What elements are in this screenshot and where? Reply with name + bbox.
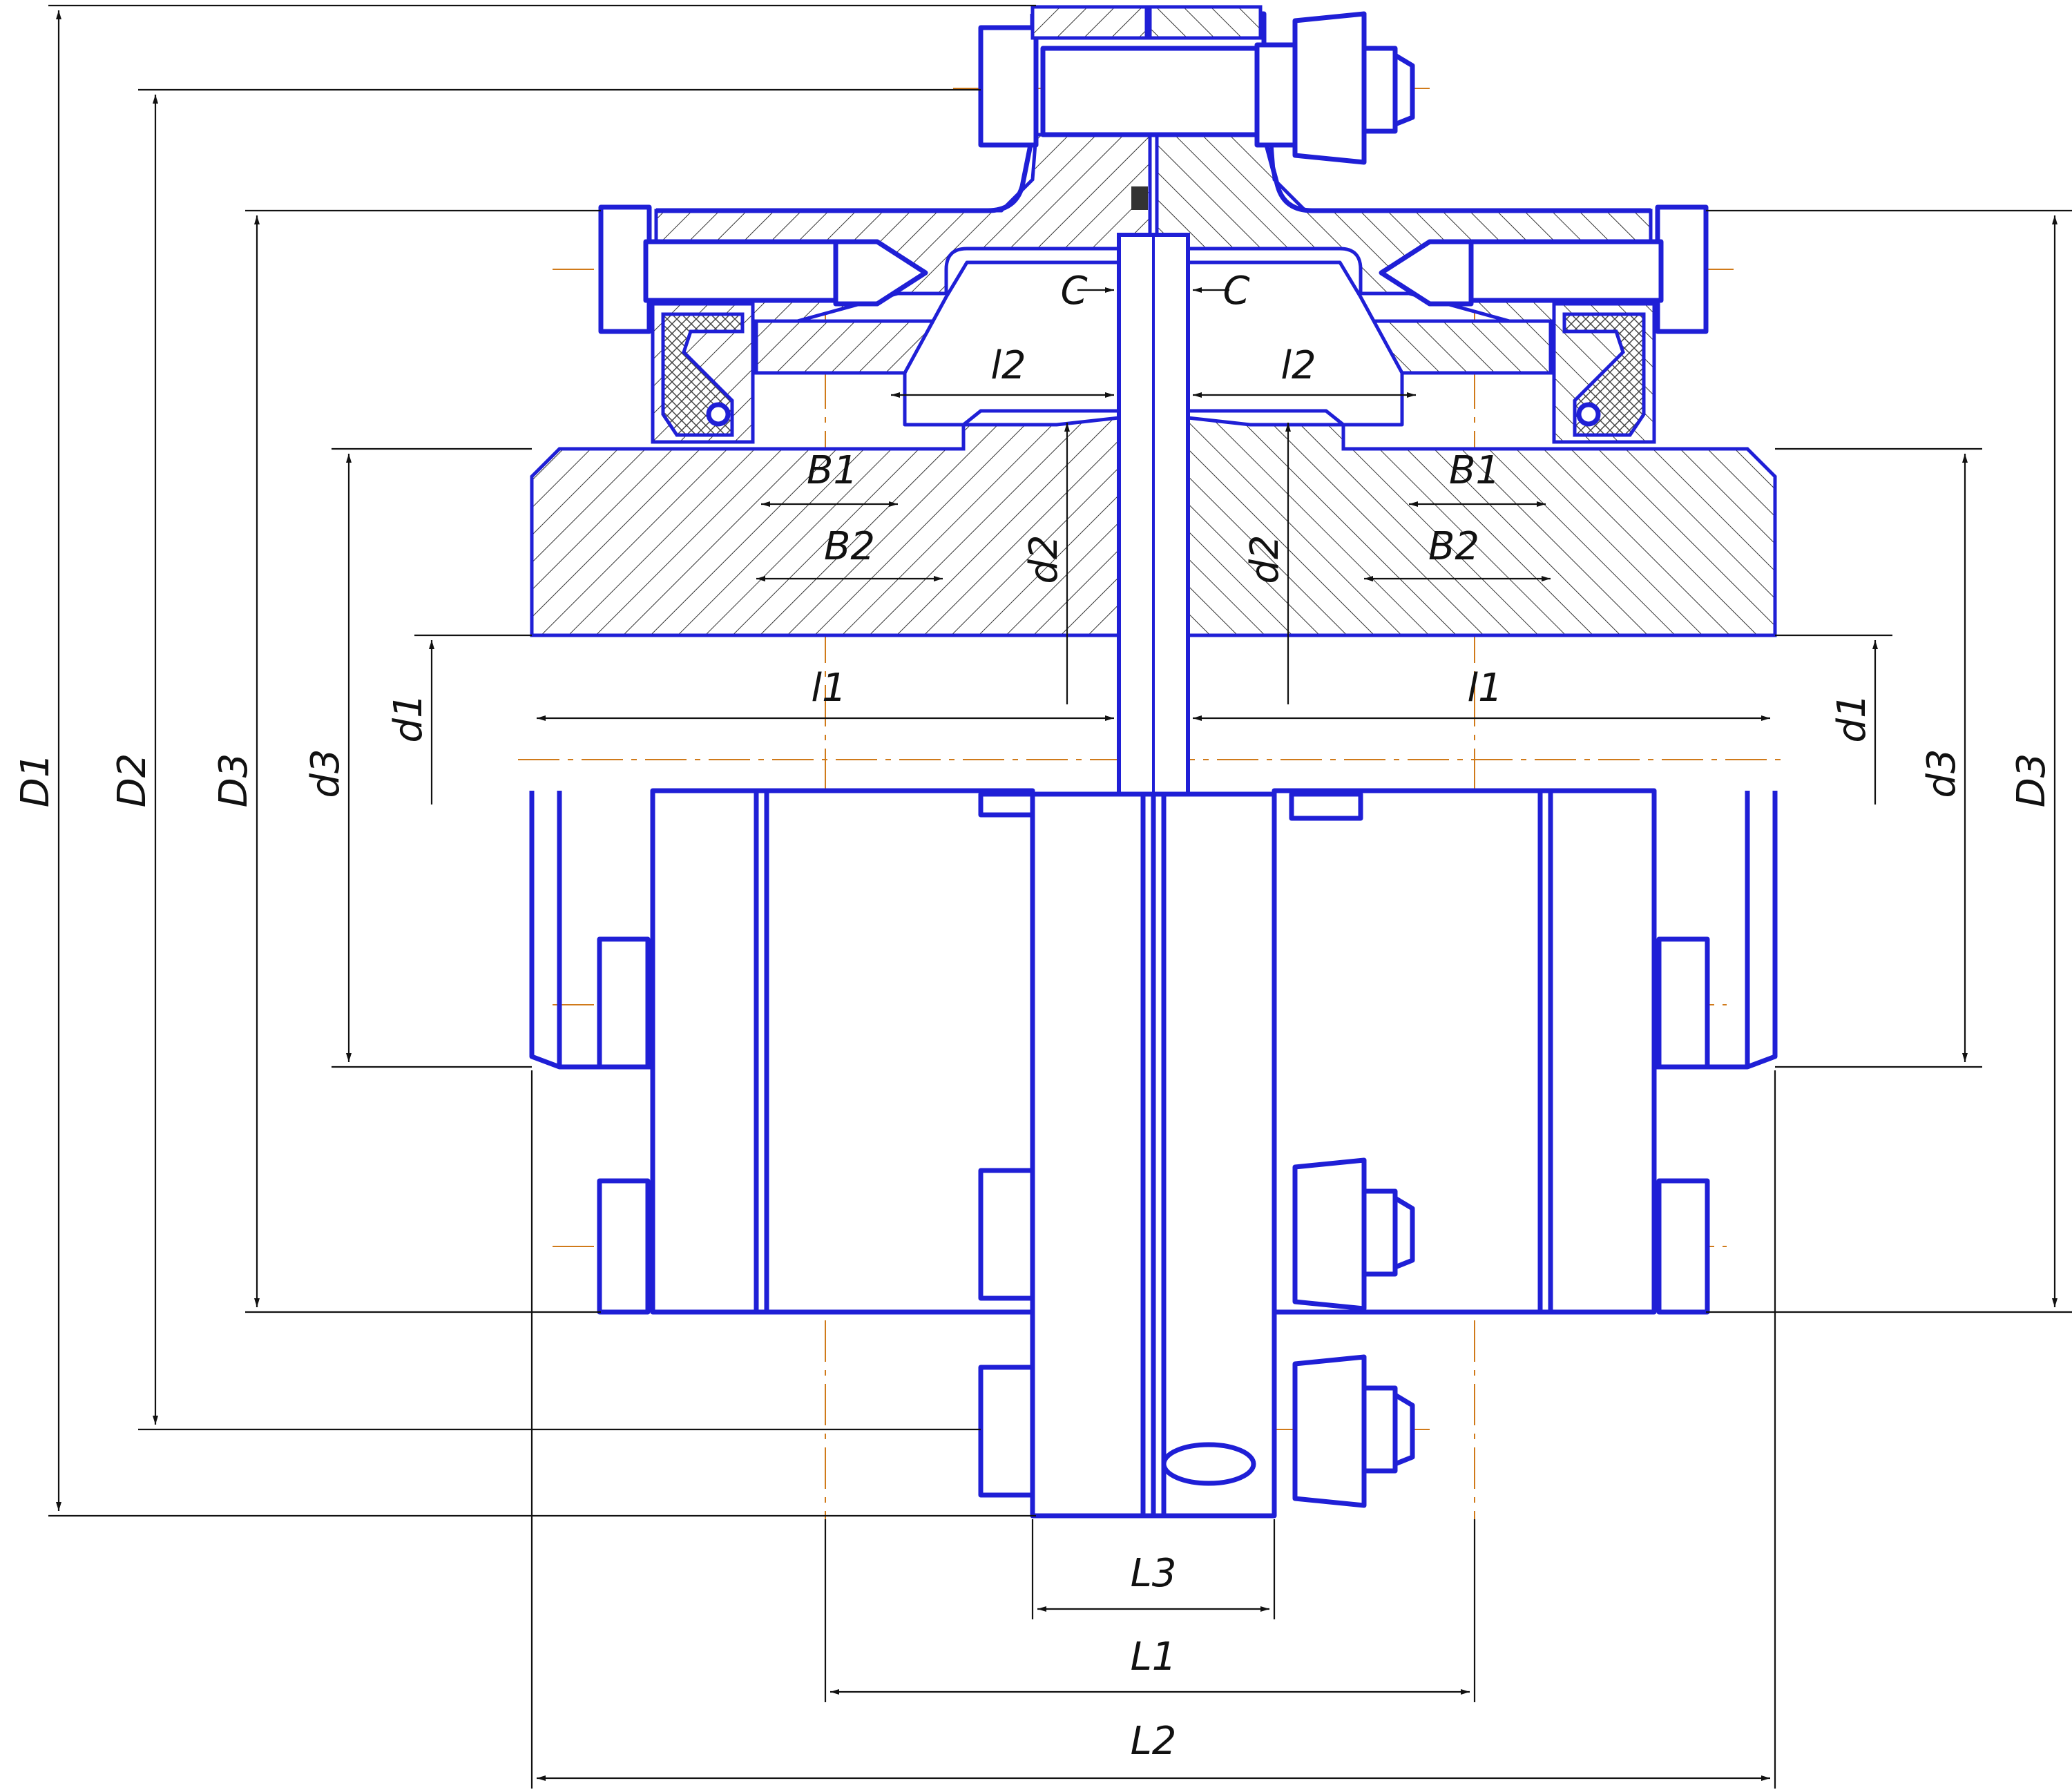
label-D3-left: D3	[211, 753, 256, 808]
label-d2-right: d2	[1243, 534, 1287, 584]
label-C-right: C	[1222, 269, 1249, 314]
label-D2: D2	[110, 753, 155, 808]
label-d1-right: d1	[1830, 693, 1874, 742]
flange-bolt-top	[978, 5, 1415, 165]
lower-view	[529, 788, 1778, 1519]
label-l2-left: l2	[990, 343, 1026, 388]
label-D3-right: D3	[2009, 753, 2054, 808]
label-l1-left: l1	[811, 666, 846, 711]
label-d2-left: d2	[1021, 534, 1066, 584]
label-D1: D1	[13, 753, 58, 808]
label-B2-left: B2	[824, 524, 875, 569]
label-B2-right: B2	[1428, 524, 1479, 569]
label-L1: L1	[1131, 1635, 1177, 1679]
label-l2-right: l2	[1280, 343, 1316, 388]
label-B1-right: B1	[1449, 448, 1500, 493]
upper-section	[530, 11, 1777, 803]
label-d3-left: d3	[303, 749, 348, 798]
cover-bolt-right	[1379, 204, 1709, 334]
label-d1-left: d1	[386, 693, 431, 742]
label-d3-right: d3	[1919, 749, 1964, 798]
dimension-lines	[48, 4, 2072, 1789]
cover-bolt-left	[598, 204, 928, 334]
label-C-left: C	[1060, 269, 1087, 314]
label-l1-right: l1	[1467, 666, 1502, 711]
label-L2: L2	[1131, 1719, 1177, 1764]
label-L3: L3	[1131, 1551, 1177, 1596]
label-B1-left: B1	[807, 448, 858, 493]
